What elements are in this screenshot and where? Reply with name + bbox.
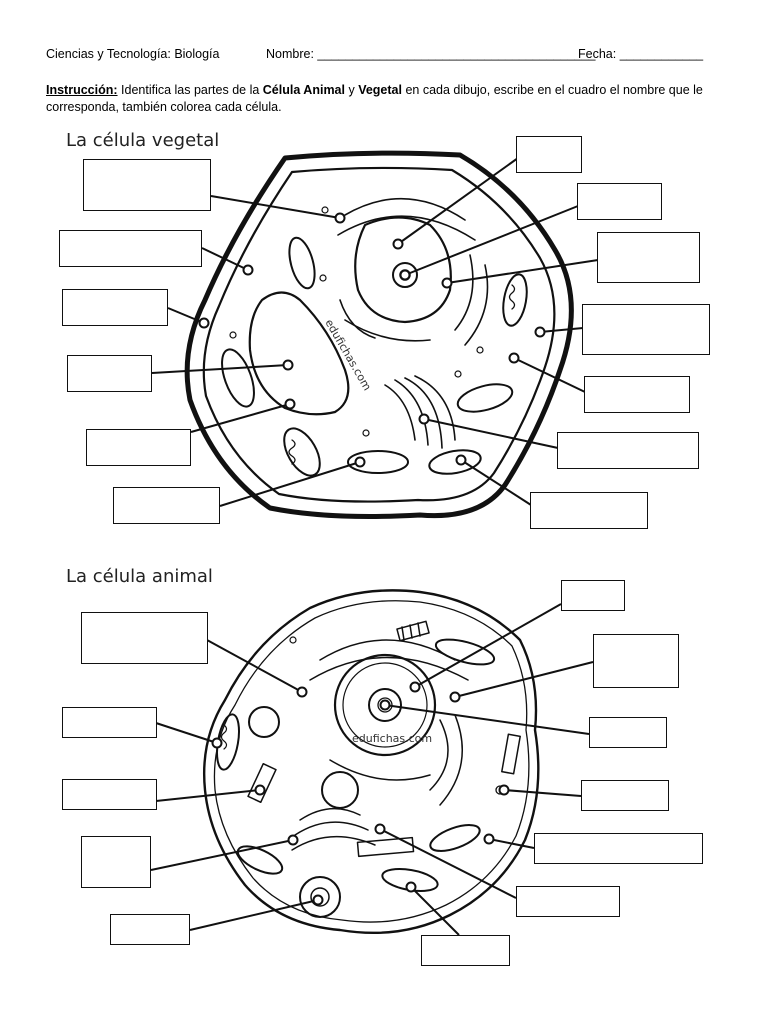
date-line: ____________ [619,47,704,61]
subject-label: Ciencias y Tecnología: Biología [46,47,220,61]
date-label: Fecha: [578,47,617,61]
plant-answer-box-3[interactable] [62,289,168,326]
animal-answer-box-7[interactable] [593,634,679,688]
animal-answer-box-1[interactable] [81,612,208,664]
plant-cell-membrane [202,166,556,503]
name-line: ________________________________________ [317,47,596,61]
animal-answer-box-6[interactable] [561,580,625,611]
animal-nucleus [333,653,437,757]
animal-nucleolus [368,688,402,722]
instruction-text: Instrucción: Identifica las partes de la… [46,82,736,116]
plant-answer-box-7[interactable] [516,136,582,173]
plant-answer-box-4[interactable] [67,355,152,392]
plant-mitochondrion [283,427,321,477]
plant-answer-box-10[interactable] [582,304,710,355]
animal-answer-box-11[interactable] [516,886,620,917]
name-label: Nombre: [266,47,314,61]
instruction-bold-animal: Célula Animal [262,83,345,97]
plant-answer-box-11[interactable] [584,376,690,413]
plant-cell-title: La célula vegetal [66,130,220,151]
plant-cell-drawing [184,150,574,519]
animal-lysosome [248,706,280,738]
plant-cell-wall [184,150,574,519]
plant-answer-box-12[interactable] [557,432,699,469]
instruction-part3: en cada dibujo, escribe en el cuadro el … [46,83,703,114]
plant-chloroplast [288,236,316,290]
name-field[interactable]: Nombre: ________________________________… [266,47,596,61]
animal-cell-drawing [203,589,540,935]
plant-answer-box-1[interactable] [83,159,211,211]
instruction-part1: Identifica las partes de la [117,83,263,97]
plant-answer-box-8[interactable] [577,183,662,220]
plant-leader-lines [151,157,599,507]
animal-answer-box-10[interactable] [534,833,703,864]
animal-leader-lines [150,603,594,936]
instruction-bold-plant: Vegetal [358,83,402,97]
instruction-label: Instrucción: [46,83,118,97]
plant-vacuole [248,291,350,416]
plant-golgi [384,375,456,449]
instruction-part2: y [344,83,359,97]
plant-answer-box-13[interactable] [530,492,648,529]
animal-answer-box-2[interactable] [62,707,157,738]
animal-answer-box-5[interactable] [110,914,190,945]
plant-answer-box-9[interactable] [597,232,700,283]
animal-cell-membrane [203,589,540,935]
animal-watermark: edufichas.com [352,732,432,745]
date-field[interactable]: Fecha: ____________ [578,47,703,61]
animal-cell-title: La célula animal [66,566,213,587]
animal-answer-box-9[interactable] [581,780,669,811]
animal-answer-box-8[interactable] [589,717,667,748]
plant-nucleolus [392,262,418,288]
plant-answer-box-2[interactable] [59,230,202,267]
plant-answer-box-6[interactable] [113,487,220,524]
animal-centriole [247,620,521,858]
animal-answer-box-12[interactable] [421,935,510,966]
plant-answer-box-5[interactable] [86,429,191,466]
plant-nucleus [354,216,452,324]
animal-answer-box-4[interactable] [81,836,151,888]
animal-golgi [291,807,376,851]
animal-answer-box-3[interactable] [62,779,157,810]
